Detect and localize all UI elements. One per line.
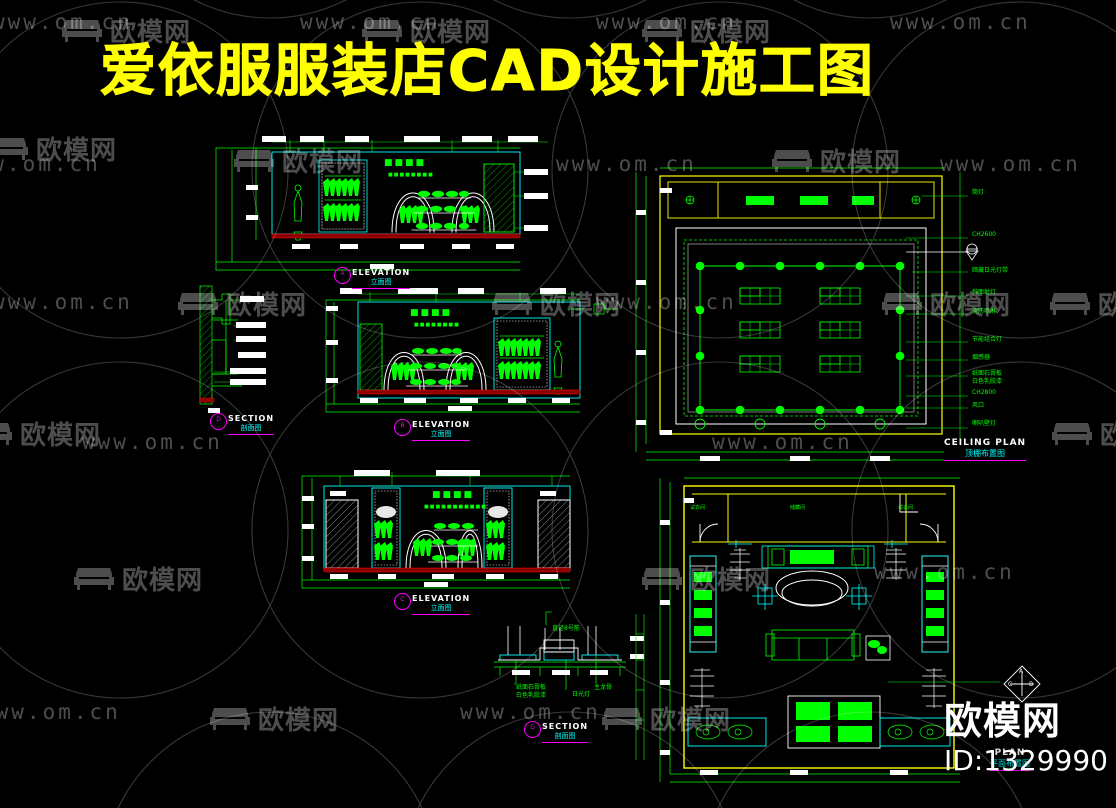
ceiling-annotation-8: 白色乳胶漆 <box>972 378 1003 385</box>
elevation-a-geometry <box>215 136 549 271</box>
elevation-b-marker: B <box>394 419 411 436</box>
room-label-1: 储藏间 <box>790 505 806 511</box>
elevation-c-title-cn: 立面图 <box>430 604 452 612</box>
section-annotation-4: 主龙骨 <box>594 684 613 691</box>
section-marker-right: B <box>1029 681 1034 688</box>
ceiling-annotation-10: 风口 <box>972 402 985 409</box>
elevation-a-signage-secondary: ■■■■■■■■ <box>388 172 434 178</box>
floor-plan-title-cn: 平面布置图 <box>990 759 1030 768</box>
elevation-a-title-block: A ELEVATION 立面图 <box>334 267 411 289</box>
elevation-b-signage-primary: ■■■■ <box>410 308 453 318</box>
section-d-left-geometry <box>199 285 266 413</box>
title-rule <box>352 288 411 289</box>
title-rule <box>412 440 471 441</box>
section-d-bottom-title-block: D SECTION 剖面图 <box>524 721 589 743</box>
section-d-left-marker: D <box>210 413 227 430</box>
section-annotation-3: 日光灯 <box>572 691 591 698</box>
ceiling-annotation-6: 烟感器 <box>972 354 991 361</box>
room-label-0: 试衣间 <box>690 505 706 511</box>
title-rule <box>944 460 1027 461</box>
room-label-2: 试衣间 <box>898 505 914 511</box>
elevation-c-title-en: ELEVATION <box>412 594 471 603</box>
section-d-bottom-title-en: SECTION <box>542 722 589 731</box>
elevation-b-title-block: B ELEVATION 立面图 <box>394 419 471 441</box>
elevation-c-title-block: C ELEVATION 立面图 <box>394 593 471 615</box>
elevation-c-geometry <box>301 470 571 589</box>
ceiling-annotation-0: 筒灯 <box>972 189 985 196</box>
elevation-b-geometry <box>325 288 618 413</box>
section-annotation-1: 纸面石膏板 <box>516 684 547 691</box>
section-marker-left: C <box>1008 681 1013 688</box>
page-title: 爱依服服装店CAD设计施工图 <box>100 39 875 105</box>
section-d-left-title-en: SECTION <box>228 414 275 423</box>
section-d-left-title-block: D SECTION 剖面图 <box>210 413 275 435</box>
elevation-c-marker: C <box>394 593 411 610</box>
section-marker-top: A <box>1019 668 1024 675</box>
elevation-a-title-cn: 立面图 <box>370 278 392 286</box>
floor-plan-title-block: PLAN 平面布置图 <box>990 748 1030 771</box>
title-rule <box>412 614 471 615</box>
floor-plan-geometry <box>659 477 1041 783</box>
section-d-bottom-title-cn: 剖面图 <box>554 732 576 740</box>
ceiling-plan-title-cn: 顶棚布置图 <box>965 449 1006 458</box>
ceiling-plan-geometry <box>635 167 979 461</box>
ceiling-plan-title-block: CEILING PLAN 顶棚布置图 <box>944 438 1027 461</box>
section-d-bottom-marker: D <box>524 721 541 738</box>
ceiling-annotation-5: 节能组合灯 <box>972 336 1003 343</box>
ceiling-annotation-4: 消防喷淋 <box>972 308 997 315</box>
ceiling-annotation-1: CH2600 <box>972 231 996 238</box>
section-annotation-2: 白色乳胶漆 <box>516 692 547 699</box>
site-stamp-id: ID:1329990 <box>944 744 1108 777</box>
elevation-a-marker: A <box>334 267 351 284</box>
ceiling-annotation-3: 斜面射灯 <box>972 289 997 296</box>
section-d-bottom-geometry <box>494 611 645 760</box>
section-annotation-0: 直径8号筋 <box>552 625 580 632</box>
ceiling-plan-title-en: CEILING PLAN <box>944 438 1027 448</box>
title-rule <box>990 770 1030 771</box>
site-stamp-brand: 欧模网 <box>944 699 1062 743</box>
elevation-a-signage-primary: ■■■■ <box>384 158 427 168</box>
elevation-b-title-en: ELEVATION <box>412 420 471 429</box>
elevation-b-signage-secondary: ■■■■■■■■ <box>414 322 460 328</box>
elevation-b-title-cn: 立面图 <box>430 430 452 438</box>
floor-plan-title-en: PLAN <box>994 748 1026 758</box>
ceiling-annotation-2: 暗藏日光灯带 <box>972 267 1009 274</box>
elevation-c-signage-primary: ■■■■ <box>432 490 475 500</box>
elevation-c-signage-secondary: ■■■■■■■■■■■ <box>424 504 487 510</box>
ceiling-annotation-9: CH2800 <box>972 389 996 396</box>
title-rule <box>228 434 275 435</box>
section-d-left-title-cn: 剖面图 <box>240 424 262 432</box>
elevation-a-title-en: ELEVATION <box>352 268 411 277</box>
ceiling-annotation-7: 纸面石膏板 <box>972 370 1003 377</box>
ceiling-annotation-11: 喇叭壁灯 <box>972 420 997 427</box>
title-rule <box>542 742 589 743</box>
